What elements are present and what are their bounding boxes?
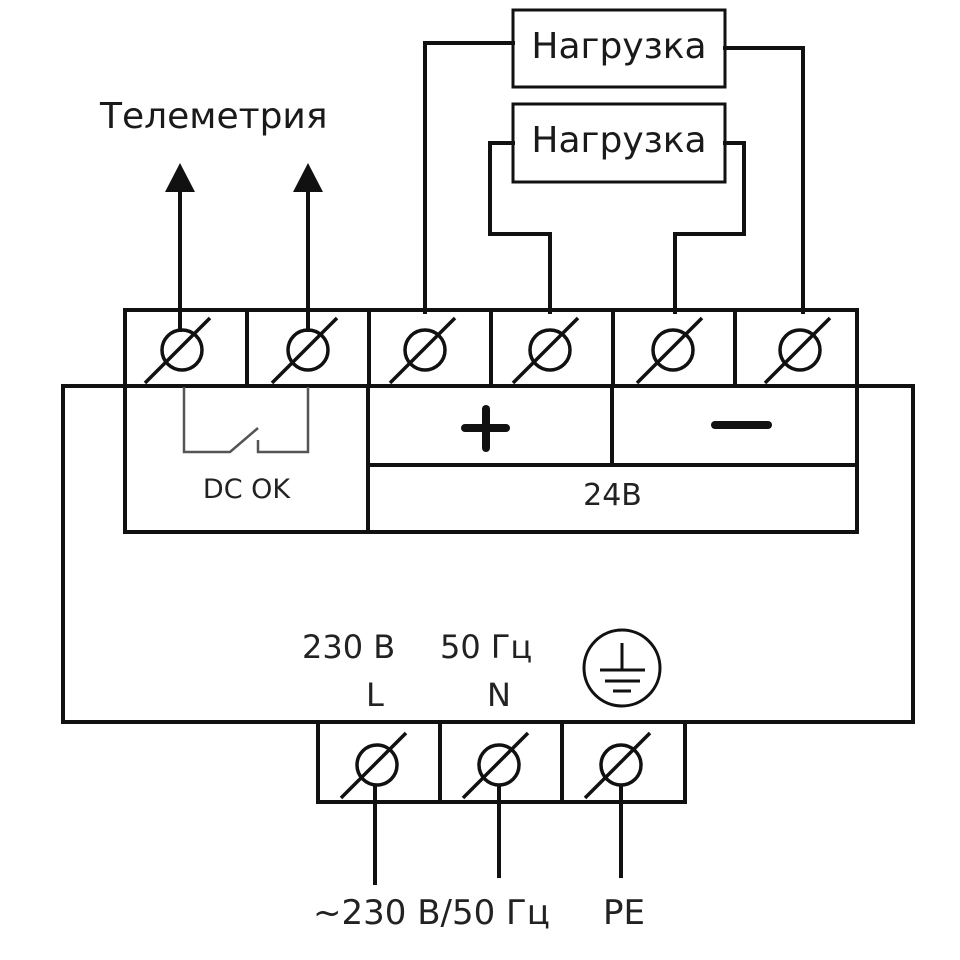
screw-terminal-icon[interactable] xyxy=(143,316,212,385)
arrow-up-icon xyxy=(293,163,323,192)
screw-terminal-icon[interactable] xyxy=(461,731,530,800)
relay-contact-right xyxy=(256,387,310,454)
relay-contact-left xyxy=(182,387,259,454)
load-label-2: Нагрузка xyxy=(531,120,707,161)
line-label: L xyxy=(366,676,384,714)
wire-load1-plus xyxy=(423,41,515,314)
wire-load2-minus xyxy=(673,141,746,314)
telemetry-label: Телеметрия xyxy=(100,96,328,137)
load-label-1: Нагрузка xyxy=(531,26,707,67)
protective-earth-icon xyxy=(582,628,662,708)
screw-terminal-icon[interactable] xyxy=(635,316,704,385)
arrow-up-icon xyxy=(165,163,195,192)
screw-terminal-icon[interactable] xyxy=(388,316,457,385)
pe-label: PE xyxy=(603,893,645,933)
wire-load1-minus xyxy=(723,46,805,314)
screw-terminal-icon[interactable] xyxy=(511,316,580,385)
supply-label: ~230 В/50 Гц xyxy=(313,893,550,933)
neutral-label: N xyxy=(487,676,511,714)
wire-load2-plus xyxy=(488,141,552,314)
input-frequency-label: 50 Гц xyxy=(440,628,533,666)
screw-terminal-icon[interactable] xyxy=(270,316,339,385)
bottom-terminal-strip xyxy=(316,720,687,804)
output-voltage-label: 24В xyxy=(583,478,642,513)
input-voltage-label: 230 В xyxy=(302,628,396,666)
screw-terminal-icon[interactable] xyxy=(763,316,832,385)
dc-ok-label: DC OK xyxy=(202,474,291,505)
dc-ok-section xyxy=(123,384,370,534)
screw-terminal-icon[interactable] xyxy=(583,731,652,800)
